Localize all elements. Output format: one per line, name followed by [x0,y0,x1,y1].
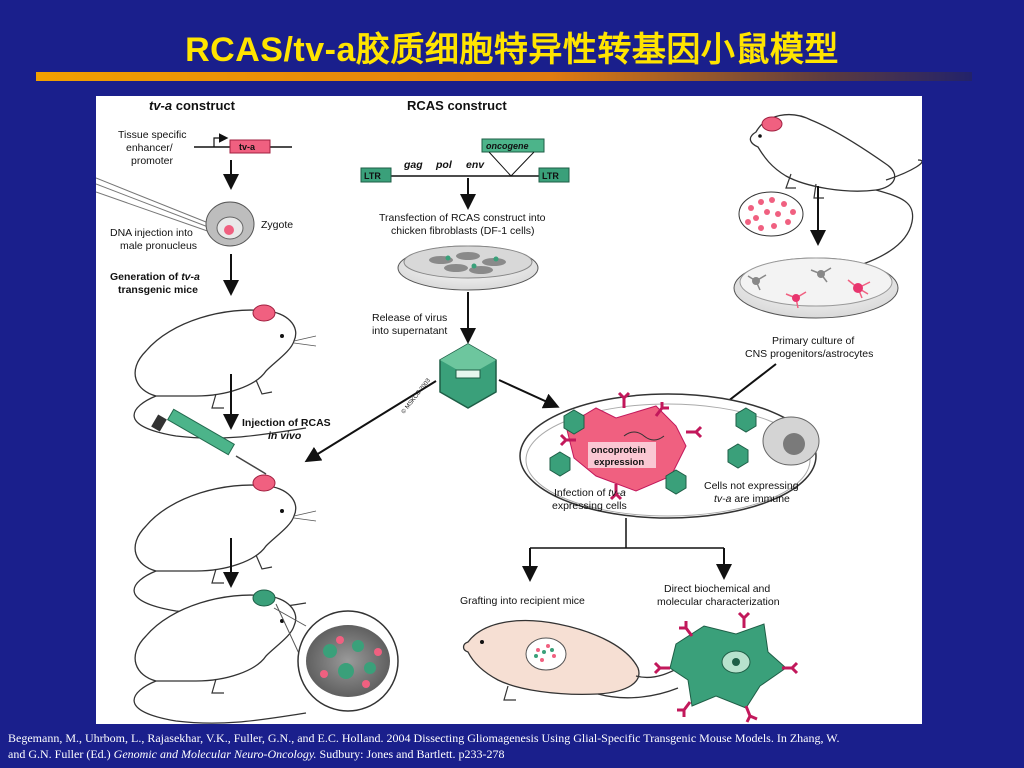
arrow-virus-to-mouse [304,380,437,463]
df1-culture-dish [397,245,539,291]
ltr-right: LTR [542,171,559,181]
svg-text:Transfection of RCAS construct: Transfection of RCAS construct into [379,212,546,224]
rcas-virus-particle [439,343,497,409]
citation-line-2: and G.N. Fuller (Ed.) Genomic and Molecu… [8,746,1018,762]
tva-receptors [559,391,703,501]
svg-text:Release of virus: Release of virus [372,312,447,324]
arrow-virus-to-dish [498,379,560,409]
zygote-cell [205,201,255,247]
injection-needles [96,177,217,235]
rcas-construct-title: RCAS construct [407,98,507,113]
recipient-mouse [462,619,695,701]
dissected-brain [738,191,804,237]
transgenic-mouse-1 [133,304,317,439]
svg-text:Direct biochemical and: Direct biochemical and [664,583,770,595]
dna-injection-label: DNA injection into male pronucleus [110,227,197,252]
svg-text:expressing cells: expressing cells [552,500,627,512]
pol-label: pol [435,159,453,171]
release-virus-label: Release of virus into supernatant [372,312,447,337]
tva-gene-label: tv-a [239,142,256,152]
svg-text:chicken fibroblasts (DF-1 cell: chicken fibroblasts (DF-1 cells) [391,225,535,237]
citation: Begemann, M., Uhrbom, L., Rajasekhar, V.… [8,730,1018,762]
oncoprotein-label: oncoprotein expression [588,442,656,468]
svg-text:oncoprotein: oncoprotein [591,445,646,456]
env-label: env [466,159,485,171]
immune-cells-label: Cells not expressing tv-a are immune [704,480,799,505]
svg-text:Cells not expressing: Cells not expressing [704,480,799,492]
copyright-label: © MSKCC 2003 [400,377,432,416]
svg-text:into supernatant: into supernatant [372,325,447,337]
grafting-label: Grafting into recipient mice [460,595,585,607]
slide-title: RCAS/tv-a胶质细胞特异性转基因小鼠模型 [185,31,839,69]
svg-text:DNA injection into: DNA injection into [110,227,193,239]
svg-text:promoter: promoter [131,155,174,167]
citation-line-1: Begemann, M., Uhrbom, L., Rajasekhar, V.… [8,731,840,745]
tumor-cell-receptors [653,611,799,723]
virus-particles-in-dish [549,407,757,495]
citation-suffix: Sudbury: Jones and Bartlett. p233-278 [316,747,505,761]
svg-text:enhancer/: enhancer/ [126,142,173,154]
rcas-vector: LTR LTR oncogene gag pol env [360,138,570,183]
svg-text:Tissue specific: Tissue specific [118,129,186,141]
svg-text:Injection of RCAS: Injection of RCAS [242,417,331,429]
direct-characterization-label: Direct biochemical and molecular charact… [657,583,780,608]
oncogene-label: oncogene [486,141,529,151]
svg-text:male pronucleus: male pronucleus [120,240,197,252]
svg-text:expression: expression [594,457,644,468]
tumor-brain-zoom [297,610,399,712]
svg-text:molecular characterization: molecular characterization [657,596,780,608]
citation-prefix: and G.N. Fuller (Ed.) [8,747,114,761]
ltr-left: LTR [364,171,381,181]
tva-gene-construct: tv-a [194,133,292,154]
branch-connector [522,518,732,582]
infection-label: Infection of tv-a expressing cells [552,487,627,512]
donor-mouse [749,114,922,273]
primary-culture-label: Primary culture of CNS progenitors/astro… [745,335,873,360]
generation-label: Generation of tv-a transgenic mice [110,271,200,296]
svg-text:Infection of tv-a: Infection of tv-a [554,487,626,499]
tumor-cell [669,623,787,709]
svg-text:CNS progenitors/astrocytes: CNS progenitors/astrocytes [745,348,873,360]
transgenic-mouse-2 [133,474,317,614]
svg-text:Generation of tv-a: Generation of tv-a [110,271,200,283]
zoom-line-2 [273,607,307,627]
svg-text:transgenic mice: transgenic mice [118,284,198,296]
citation-book: Genomic and Molecular Neuro-Oncology. [113,747,317,761]
tissue-promoter-label: Tissue specific enhancer/ promoter [118,129,186,167]
svg-text:tv-a are immune: tv-a are immune [714,493,790,505]
figure-panel: tv-a construct Tissue specific enhancer/… [96,96,922,724]
svg-text:Primary culture of: Primary culture of [772,335,854,347]
svg-text:in vivo: in vivo [268,430,302,442]
syringe [151,408,267,475]
primary-culture-dish [733,257,899,319]
zygote-label: Zygote [261,219,293,231]
title-divider [36,72,972,81]
injection-rcas-label: Injection of RCAS in vivo [242,417,331,442]
tva-construct-title: tv-a construct [149,98,236,113]
gag-label: gag [403,159,423,171]
diagram-svg: tv-a construct Tissue specific enhancer/… [96,98,922,724]
transfection-label: Transfection of RCAS construct into chic… [379,212,546,237]
tumor-mouse-3 [133,589,307,724]
